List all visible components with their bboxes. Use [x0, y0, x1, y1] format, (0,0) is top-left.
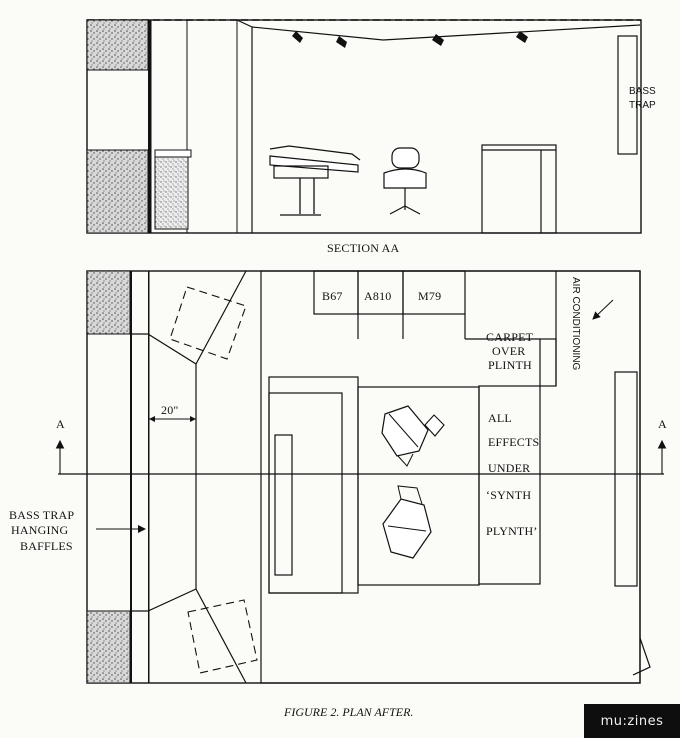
sloped-wall: [236, 19, 253, 233]
bass-trap-top-label-line-2: TRAP: [629, 100, 656, 111]
watermark-text: mu:zines: [600, 713, 664, 729]
dimension-arrow-right: [190, 416, 196, 422]
office-chair-icon: [381, 405, 429, 457]
dimension-label: 20": [161, 403, 179, 417]
left-wall-line: [148, 20, 151, 233]
office-chair-icon: [383, 168, 427, 189]
office-chair-icon: [424, 414, 445, 437]
section-a-right-label: A: [658, 417, 667, 431]
m79-label: M79: [418, 289, 441, 303]
bass-trap-top-label-line-1: BASS: [629, 86, 656, 97]
console-workspace: [357, 386, 480, 586]
top-acoustic-panel-upper: [86, 19, 149, 71]
carpet-line-1: CARPET: [486, 330, 534, 344]
office-chair-icon: [388, 413, 419, 448]
track-lights-row: [292, 31, 528, 48]
plan-angled-wall-lower: [195, 588, 247, 684]
track-light-icon: [516, 31, 528, 43]
bass-trap-hanging-line-3: BAFFLES: [20, 539, 73, 553]
console-base: [273, 165, 329, 179]
plan-wall-line-left-outer: [130, 271, 132, 683]
bass-trap-top: [154, 149, 192, 158]
dimension-arrow-left: [149, 416, 155, 422]
air-conditioning-label: AIR CONDITIONING: [570, 277, 581, 371]
main-room-outline: [260, 270, 641, 684]
all-effects-line-4: ‘SYNTH: [486, 488, 531, 502]
track-light-icon: [432, 34, 444, 46]
synth-plinth-plan: ALL EFFECTS UNDER ‘SYNTH PLYNTH’: [478, 385, 541, 585]
b67-label: B67: [322, 289, 343, 303]
console-top: [269, 145, 361, 161]
plan-after-view: B67 A810 M79 AIR CONDITIONING CARPET OVE…: [9, 270, 667, 684]
section-a-left-label: A: [56, 417, 65, 431]
plan-acoustic-panel-bottom: [86, 610, 131, 684]
console-body: [269, 155, 359, 173]
all-effects-line-2: EFFECTS: [488, 435, 539, 449]
plan-wall-line-left: [148, 271, 150, 683]
ceiling-line: [251, 24, 641, 41]
control-room-divider: [186, 19, 238, 234]
air-conditioning-arrow: [592, 299, 614, 320]
section-aa-view: BASS TRAP: [86, 19, 656, 255]
dashed-bass-trap-lower: [187, 599, 258, 674]
office-chair-icon: [397, 485, 423, 505]
figure-caption: FIGURE 2. PLAN AFTER.: [283, 705, 413, 719]
storage-units: B67 A810 M79: [313, 270, 466, 339]
central-console-plan: [268, 376, 480, 594]
top-acoustic-panel-lower: [86, 149, 149, 234]
right-bass-trap-panel: [614, 371, 638, 587]
console-desk: [268, 376, 359, 594]
office-chair-icon: [391, 147, 420, 169]
track-light-icon: [292, 31, 303, 43]
office-chair-icon: [387, 525, 427, 532]
plan-acoustic-panel-top: [86, 270, 131, 335]
plan-outline: [86, 270, 641, 684]
track-light-icon: [336, 36, 347, 48]
plinth-corner: [539, 338, 557, 387]
console-furniture: [269, 145, 361, 216]
section-aa-label: SECTION AA: [327, 241, 399, 255]
bass-trap-hanging-line-2: HANGING: [11, 523, 69, 537]
carpet-line-2: OVER: [492, 344, 525, 358]
all-effects-line-5: PLYNTH’: [486, 524, 538, 538]
synth-plinth-box: [478, 385, 541, 585]
bass-trap-fill: [154, 154, 189, 230]
bass-trap-hanging-line-1: BASS TRAP: [9, 508, 74, 522]
dashed-bass-trap-upper: [169, 286, 247, 360]
watermark: mu:zines: [584, 704, 680, 738]
bass-trap-panel-top: [617, 35, 638, 155]
carpet-line-3: PLINTH: [488, 358, 532, 372]
plinth-body: [481, 144, 557, 234]
all-effects-line-1: ALL: [488, 411, 512, 425]
plan-angled-wall-upper: [195, 270, 247, 365]
plan-angled-bay: [130, 333, 197, 612]
a810-label: A810: [364, 289, 391, 303]
console-sidebar: [274, 434, 293, 576]
plan-chairs: [381, 405, 445, 559]
console-inner-edge: [268, 392, 343, 594]
all-effects-line-3: UNDER: [488, 461, 530, 475]
synth-plinth-elevation: [481, 144, 557, 234]
m79-unit: [402, 270, 466, 315]
office-chair-icon: [397, 453, 414, 467]
door-swing: [632, 637, 651, 676]
office-chair-icon: [389, 205, 421, 215]
chair-side-view: [383, 147, 427, 215]
